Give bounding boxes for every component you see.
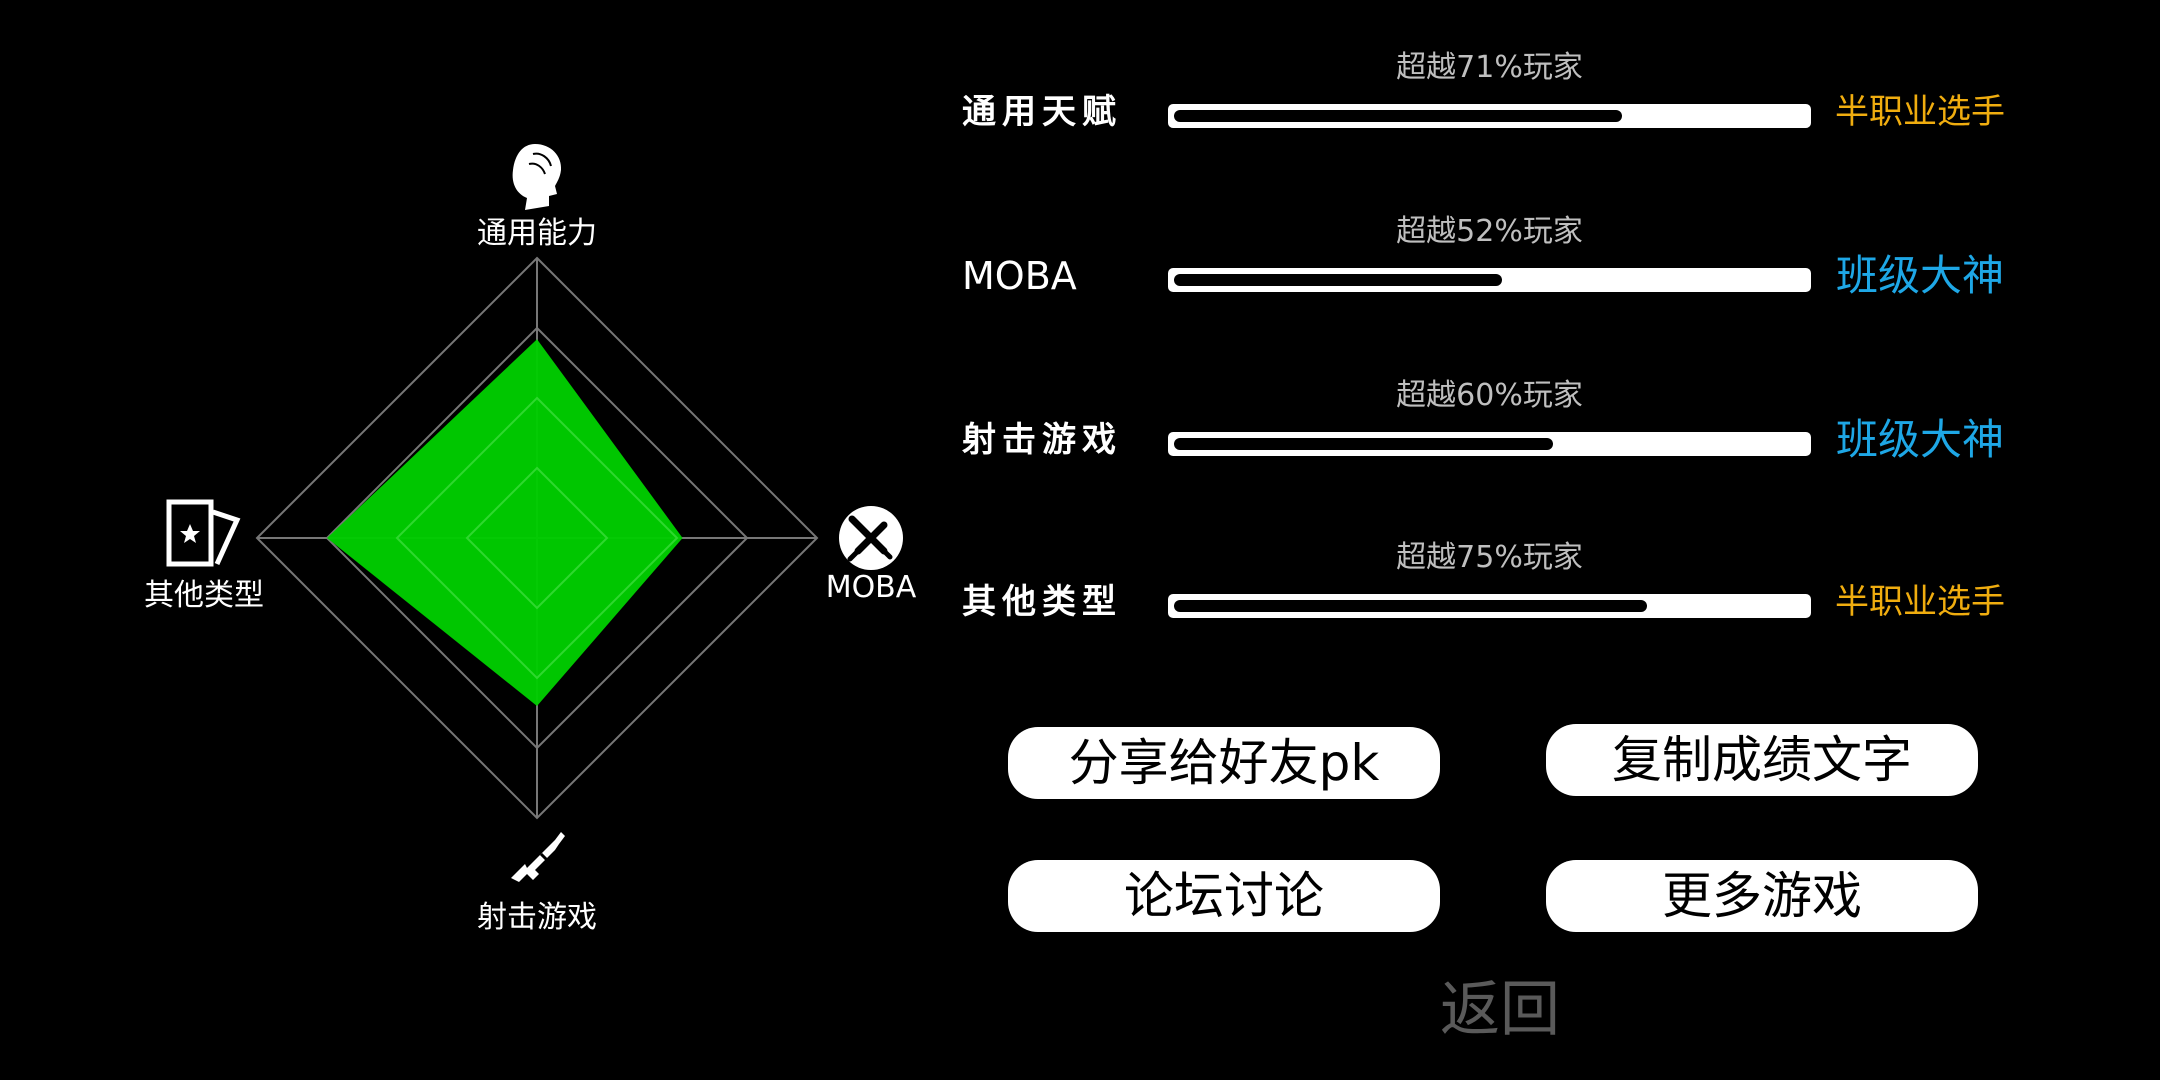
stat-label: MOBA bbox=[962, 254, 1077, 298]
stat-caption: 超越71%玩家 bbox=[1396, 50, 1583, 85]
rank-badge: 班级大神 bbox=[1835, 251, 2004, 300]
stat-row-shooter: 射击游戏 超越60%玩家 班级大神 bbox=[0, 378, 2160, 470]
share-to-friend-button[interactable]: 分享给好友pk bbox=[1008, 727, 1440, 799]
progress-fill bbox=[1174, 274, 1502, 286]
rank-badge: 半职业选手 bbox=[1835, 92, 2005, 132]
copy-result-button[interactable]: 复制成绩文字 bbox=[1546, 724, 1978, 796]
stat-caption: 超越52%玩家 bbox=[1396, 214, 1583, 249]
gun-icon bbox=[511, 832, 565, 882]
progress-fill bbox=[1174, 438, 1553, 450]
star-cards-icon bbox=[166, 499, 241, 567]
progress-bar bbox=[1168, 594, 1811, 618]
rank-badge: 班级大神 bbox=[1835, 415, 2004, 464]
crossed-swords-icon bbox=[839, 506, 903, 570]
progress-bar bbox=[1168, 104, 1811, 128]
progress-fill bbox=[1174, 110, 1622, 122]
stat-caption: 超越60%玩家 bbox=[1396, 378, 1583, 413]
progress-bar bbox=[1168, 268, 1811, 292]
stat-label: 通用天赋 bbox=[962, 92, 1122, 132]
stat-caption: 超越75%玩家 bbox=[1396, 540, 1583, 575]
stat-label: 射击游戏 bbox=[962, 420, 1122, 460]
axis-label-other: 其他类型 bbox=[144, 578, 264, 613]
stat-row-moba: MOBA 超越52%玩家 班级大神 bbox=[0, 214, 2160, 306]
radar-inner-ring-overlay-0 bbox=[465, 466, 609, 610]
more-games-button[interactable]: 更多游戏 bbox=[1546, 860, 1978, 932]
forum-button[interactable]: 论坛讨论 bbox=[1008, 860, 1440, 932]
stat-label: 其他类型 bbox=[962, 582, 1122, 622]
axis-label-shooter: 射击游戏 bbox=[477, 900, 597, 935]
axis-label-moba: MOBA bbox=[825, 570, 917, 605]
rank-badge: 半职业选手 bbox=[1835, 582, 2005, 622]
radar-value-area bbox=[327, 339, 683, 706]
head-profile-icon bbox=[512, 144, 562, 210]
radar-inner-ring-overlay-1 bbox=[395, 396, 679, 680]
progress-fill bbox=[1174, 600, 1647, 612]
progress-bar bbox=[1168, 432, 1811, 456]
axis-label-general: 通用能力 bbox=[477, 216, 597, 251]
stat-row-other: 其他类型 超越75%玩家 半职业选手 bbox=[0, 540, 2160, 632]
ability-radar-chart bbox=[255, 256, 819, 820]
stat-row-general: 通用天赋 超越71%玩家 半职业选手 bbox=[0, 50, 2160, 142]
back-button[interactable]: 返回 bbox=[1440, 975, 1560, 1045]
